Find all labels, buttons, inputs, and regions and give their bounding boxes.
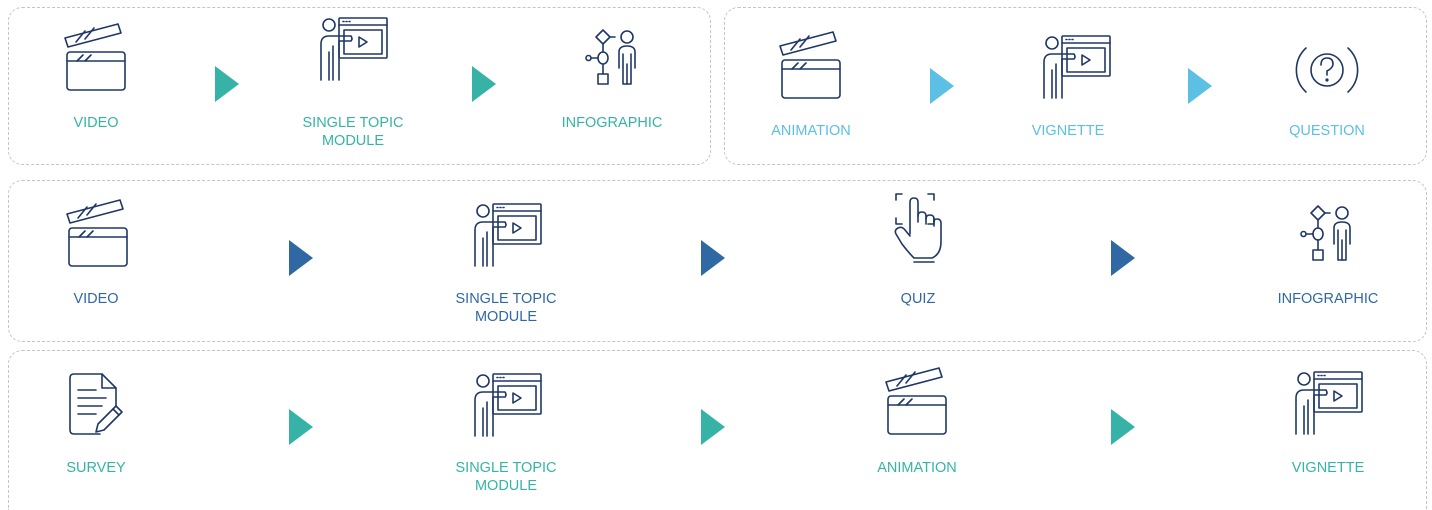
presenter-icon — [1040, 34, 1112, 100]
arrow-right-icon — [701, 240, 725, 276]
question-icon — [1295, 40, 1359, 100]
step-label: SURVEY — [66, 460, 126, 476]
flow-box-2 — [724, 7, 1427, 165]
arrow-right-icon — [215, 66, 239, 102]
step-label: VIGNETTE — [1291, 460, 1365, 476]
step-label: SINGLE TOPIC MODULE — [455, 291, 557, 325]
presenter-icon — [317, 16, 389, 82]
step-label: VIDEO — [73, 115, 119, 131]
arrow-right-icon — [930, 68, 954, 104]
step-label: QUIZ — [900, 291, 936, 307]
step-label: ANIMATION — [877, 460, 957, 476]
arrow-right-icon — [1188, 68, 1212, 104]
arrow-right-icon — [1111, 240, 1135, 276]
clapperboard-icon — [65, 198, 131, 270]
flow-box-1 — [8, 7, 711, 165]
clapperboard-icon — [884, 366, 950, 438]
survey-document-icon — [68, 372, 126, 438]
step-label: INFOGRAPHIC — [561, 115, 663, 131]
step-label: SINGLE TOPIC MODULE — [455, 460, 557, 494]
step-label: SINGLE TOPIC MODULE — [302, 115, 404, 149]
flowchart-person-icon — [583, 28, 639, 88]
arrow-right-icon — [289, 240, 313, 276]
arrow-right-icon — [289, 409, 313, 445]
flow-box-3 — [8, 180, 1427, 342]
step-label: ANIMATION — [771, 123, 851, 139]
step-label: QUESTION — [1289, 123, 1365, 139]
flowchart-person-icon — [1298, 204, 1354, 264]
presenter-icon — [471, 372, 543, 438]
presenter-icon — [1292, 370, 1364, 436]
touch-hand-icon — [894, 192, 944, 266]
arrow-right-icon — [472, 66, 496, 102]
flow-box-4 — [8, 350, 1427, 510]
step-label: VIDEO — [73, 291, 119, 307]
arrow-right-icon — [701, 409, 725, 445]
clapperboard-icon — [778, 30, 844, 102]
clapperboard-icon — [63, 22, 129, 94]
arrow-right-icon — [1111, 409, 1135, 445]
step-label: INFOGRAPHIC — [1277, 291, 1379, 307]
step-label: VIGNETTE — [1031, 123, 1105, 139]
presenter-icon — [471, 202, 543, 268]
